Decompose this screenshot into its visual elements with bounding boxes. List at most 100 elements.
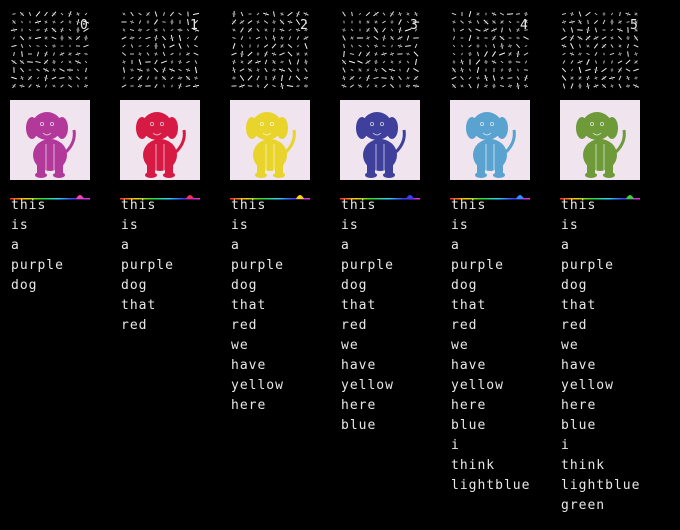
word-item: a bbox=[231, 238, 240, 253]
grid-cell bbox=[163, 28, 165, 32]
grid-cell bbox=[170, 52, 174, 56]
grid-cell bbox=[374, 52, 378, 56]
dog-photo-frame bbox=[120, 100, 200, 180]
grid-cell bbox=[452, 20, 456, 24]
grid-cell bbox=[610, 12, 614, 16]
grid-cell bbox=[406, 12, 410, 16]
grid-cell bbox=[75, 21, 81, 23]
grid-cell bbox=[35, 36, 41, 40]
grid-cell bbox=[382, 12, 386, 16]
grid-cell bbox=[288, 59, 292, 65]
word-item: red bbox=[231, 318, 258, 333]
histogram-frame bbox=[450, 186, 530, 200]
color-histogram bbox=[560, 195, 640, 200]
grid-cell bbox=[349, 84, 355, 88]
grid-cell bbox=[138, 20, 142, 24]
grid-cell bbox=[129, 28, 135, 32]
grid-cell bbox=[272, 60, 276, 64]
grid-cell bbox=[36, 83, 40, 89]
grid-cell bbox=[44, 28, 48, 32]
grid-cell bbox=[459, 60, 465, 64]
grid-cell bbox=[44, 11, 48, 17]
grid-cell bbox=[523, 13, 529, 15]
grid-cell bbox=[154, 11, 158, 17]
grid-cell bbox=[36, 51, 40, 57]
grid-cell bbox=[633, 52, 639, 56]
grid-cell bbox=[255, 36, 261, 40]
grid-cell bbox=[146, 12, 150, 16]
word-item: i bbox=[561, 438, 570, 453]
histogram-frame bbox=[340, 186, 420, 200]
grid-cell bbox=[562, 52, 566, 56]
grid-cell bbox=[186, 36, 190, 40]
grid-cell bbox=[468, 28, 472, 32]
grid-cell bbox=[256, 59, 260, 65]
word-item: we bbox=[451, 338, 469, 353]
grid-cell bbox=[374, 12, 378, 16]
grid-cell bbox=[247, 20, 253, 24]
grid-cell bbox=[634, 60, 638, 64]
grid-cell bbox=[468, 83, 472, 89]
word-item: yellow bbox=[451, 378, 504, 393]
grid-cell bbox=[415, 58, 417, 66]
grid-cell bbox=[83, 44, 89, 48]
grid-cell bbox=[585, 68, 591, 72]
word-item: dog bbox=[121, 278, 148, 293]
grid-cell bbox=[578, 11, 582, 17]
grid-cell bbox=[365, 11, 371, 17]
grid-cell bbox=[382, 84, 386, 88]
grid-cell bbox=[358, 12, 362, 16]
grid-cell bbox=[399, 68, 401, 72]
grid-cell bbox=[130, 44, 134, 48]
grid-cell bbox=[390, 60, 394, 64]
grid-cell bbox=[578, 76, 582, 80]
word-item: have bbox=[231, 358, 267, 373]
grid-cell bbox=[570, 76, 574, 80]
grid-cell bbox=[186, 76, 190, 80]
grid-cell bbox=[36, 45, 40, 47]
grid-cell bbox=[121, 52, 127, 56]
grid-cell bbox=[500, 85, 504, 87]
grid-cell bbox=[413, 51, 419, 57]
grid-cell bbox=[44, 84, 48, 88]
grid-cell bbox=[20, 60, 24, 64]
grid-cell bbox=[461, 52, 463, 56]
grid-cell bbox=[263, 83, 269, 89]
grid-cell bbox=[304, 68, 308, 72]
grid-cell bbox=[633, 44, 639, 48]
grid-cell bbox=[239, 68, 245, 72]
grid-cell bbox=[265, 11, 267, 17]
grid-cell bbox=[585, 11, 591, 17]
grid-cell bbox=[288, 36, 292, 40]
grid-cell bbox=[587, 19, 589, 25]
grid-cell bbox=[611, 60, 613, 64]
grid-cell bbox=[52, 28, 56, 32]
grid-cell bbox=[476, 20, 480, 24]
word-item: purple bbox=[451, 258, 504, 273]
grid-cell bbox=[501, 27, 503, 33]
grid-cell bbox=[271, 37, 277, 39]
grid-cell bbox=[138, 59, 142, 65]
word-item: this bbox=[451, 198, 487, 213]
grid-cell bbox=[11, 76, 17, 80]
grid-cell bbox=[12, 20, 16, 24]
grid-cell bbox=[516, 28, 520, 32]
grid-cell bbox=[21, 83, 23, 89]
grid-cell bbox=[231, 61, 237, 63]
grid-cell bbox=[468, 35, 472, 41]
grid-cell bbox=[601, 36, 607, 40]
grid-cell bbox=[68, 60, 72, 64]
grid-cell bbox=[280, 67, 284, 73]
grid-cell bbox=[570, 83, 574, 89]
grid-cell bbox=[602, 44, 606, 48]
grid-cell bbox=[240, 44, 244, 48]
grid-cell bbox=[350, 76, 354, 80]
grid-cell bbox=[247, 75, 253, 81]
grid-cell bbox=[406, 67, 410, 73]
grid-cell bbox=[304, 12, 308, 16]
grid-cell bbox=[52, 68, 56, 72]
grid-cell bbox=[36, 68, 40, 72]
grid-cell bbox=[342, 67, 346, 73]
grid-cell bbox=[248, 28, 252, 32]
